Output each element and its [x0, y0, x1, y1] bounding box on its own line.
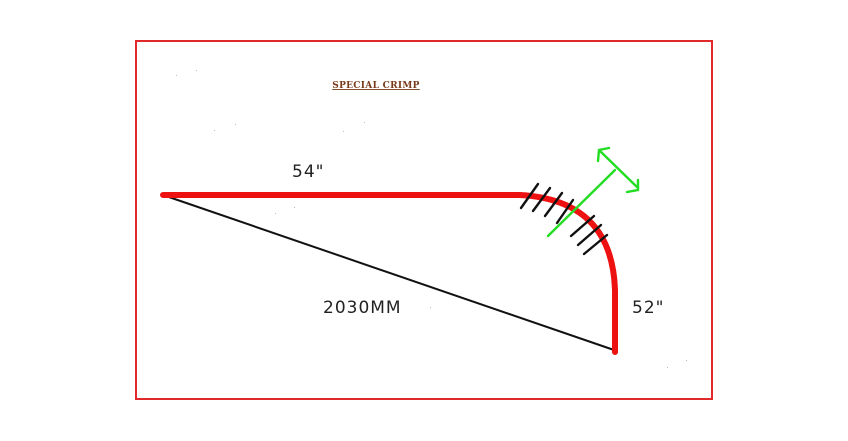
dimension-diagonal-length: 2030MM — [323, 298, 402, 318]
stray-specks — [176, 70, 687, 368]
section-marker — [546, 146, 640, 238]
diagonal-line — [162, 194, 615, 351]
dimension-top-length: 54" — [292, 162, 324, 182]
drawing-frame — [135, 40, 713, 400]
drawing-title: SPECIAL CRIMP — [332, 81, 419, 91]
dimension-right-length: 52" — [632, 298, 664, 318]
crimp-hatch-marks — [519, 182, 609, 256]
